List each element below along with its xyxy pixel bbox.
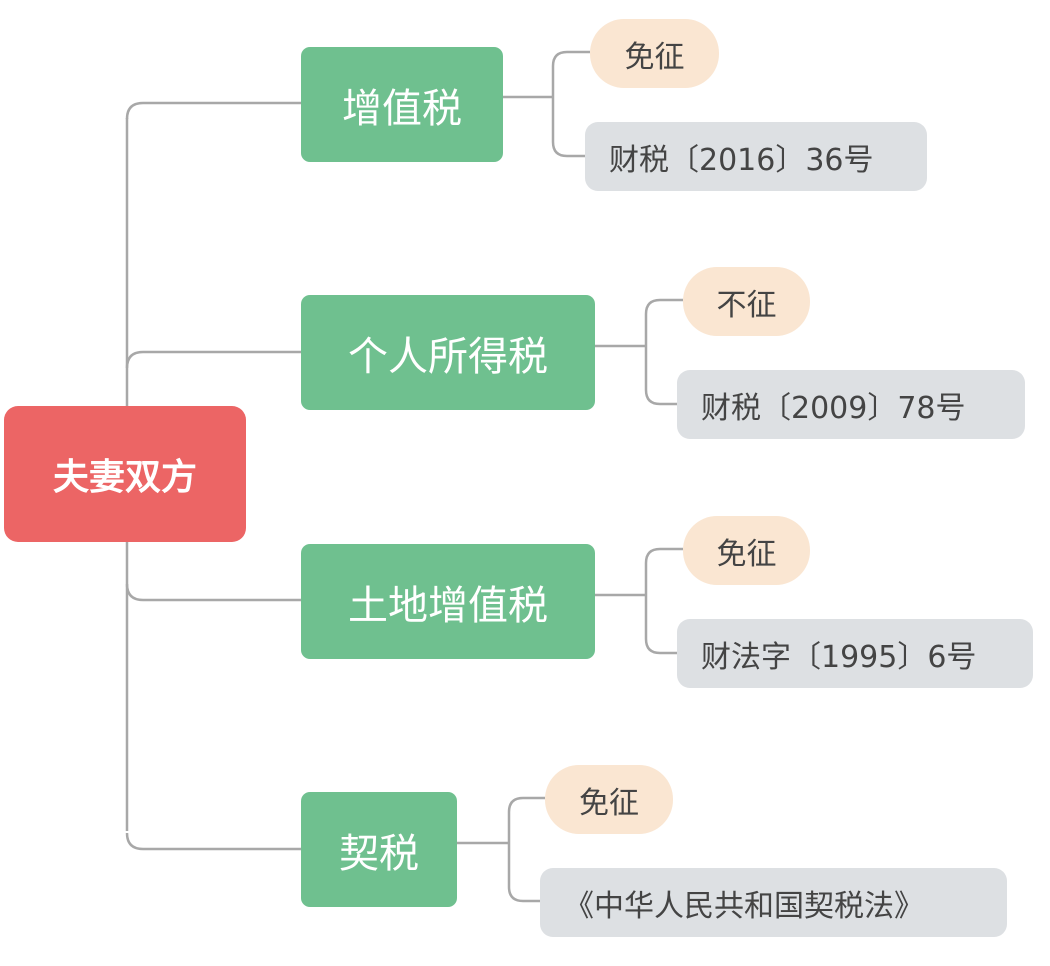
connector-root-b2 bbox=[125, 350, 303, 369]
status-node-land-vat[interactable]: 免征 bbox=[683, 516, 810, 585]
tax-node-deed[interactable]: 契税 bbox=[301, 792, 457, 907]
connector-root-b4 bbox=[125, 832, 303, 851]
status-node-vat[interactable]: 免征 bbox=[590, 19, 719, 88]
status-node-iit[interactable]: 不征 bbox=[683, 267, 810, 336]
connector-root-b1 bbox=[125, 101, 303, 120]
connector-b2-status bbox=[644, 298, 683, 346]
source-node-land-vat[interactable]: 财法字〔1995〕6号 bbox=[677, 619, 1033, 688]
status-node-deed[interactable]: 免征 bbox=[545, 765, 673, 834]
source-node-vat[interactable]: 财税〔2016〕36号 bbox=[585, 122, 927, 191]
connector-b2-source bbox=[644, 346, 677, 406]
source-node-iit[interactable]: 财税〔2009〕78号 bbox=[677, 370, 1025, 439]
tax-node-iit[interactable]: 个人所得税 bbox=[301, 295, 595, 410]
connector-b4-status bbox=[507, 796, 545, 843]
connector-b1-status bbox=[551, 50, 590, 97]
source-node-deed[interactable]: 《中华人民共和国契税法》 bbox=[540, 868, 1007, 937]
connector-b1-source bbox=[551, 97, 585, 158]
connector-b3-status bbox=[644, 547, 683, 595]
root-node[interactable]: 夫妻双方 bbox=[4, 406, 246, 542]
tax-node-land-vat[interactable]: 土地增值税 bbox=[301, 544, 595, 659]
connector-b3-source bbox=[644, 595, 677, 655]
connector-root-b3 bbox=[125, 583, 303, 602]
connector-b4-source bbox=[507, 843, 540, 903]
tax-node-vat[interactable]: 增值税 bbox=[301, 47, 503, 162]
